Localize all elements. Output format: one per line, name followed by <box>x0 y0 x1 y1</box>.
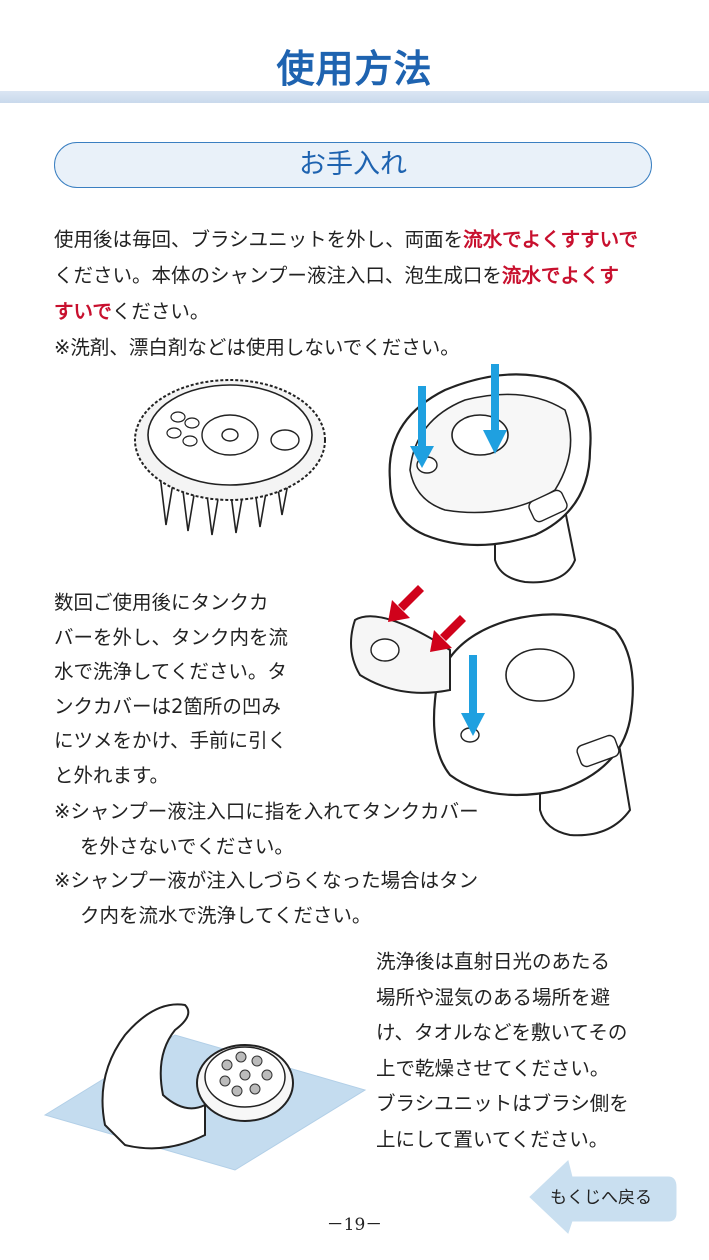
tank-notes: ※シャンプー液注入口に指を入れてタンクカバーを外さないでください。 ※シャンプー… <box>54 795 484 933</box>
tank-text-line: 数回ご使用後にタンクカ <box>54 591 269 614</box>
note-item: ※シャンプー液が注入しづらくなった場合はタンク内を流水で洗浄してください。 <box>54 869 479 927</box>
drying-text-line: ブラシユニットはブラシ側を <box>376 1092 629 1115</box>
tank-text-line: と外れます。 <box>54 763 170 787</box>
red-arrow-icon <box>388 585 424 622</box>
drying-text-line: け、タオルなどを敷いてその <box>376 1021 628 1044</box>
red-arrow-icon <box>430 615 466 652</box>
back-to-toc-button[interactable]: もくじへ戻る <box>520 1155 680 1235</box>
page-number: －19－ <box>326 1215 383 1235</box>
intro-line-1: 使用後は毎回、ブラシユニットを外し、両面を流水でよくすすいで <box>54 222 664 258</box>
intro-paragraph: 使用後は毎回、ブラシユニットを外し、両面を流水でよくすすいで ください。本体のシ… <box>54 222 664 366</box>
tank-text-line: バーを外し、タンク内を流 <box>54 625 289 649</box>
brush-unit-illustration <box>134 379 326 536</box>
drying-text-line: 上にして置いてください。 <box>376 1127 609 1151</box>
blue-arrow-icon <box>461 655 485 736</box>
page-title: 使用方法 <box>276 47 433 91</box>
intro-emphasis: 流水でよくす <box>501 264 619 287</box>
tank-cleaning-text: 数回ご使用後にタンクカ バーを外し、タンク内を流 水で洗浄してください。タ ンク… <box>54 586 316 793</box>
drying-text: 洗浄後は直射日光のあたる 場所や湿気のある場所を避 け、タオルなどを敷いてその … <box>376 944 661 1157</box>
intro-emphasis: 流水でよくすすいで <box>463 228 639 251</box>
tank-text-line: ンクカバーは2箇所の凹み <box>54 694 281 718</box>
header-band <box>0 91 709 103</box>
intro-text: ください。本体のシャンプー液注入口、泡生成口を <box>54 264 502 287</box>
tank-text-line: にツメをかけ、手前に引く <box>54 729 288 752</box>
intro-emphasis: すいで <box>54 300 112 323</box>
body-top-illustration <box>388 364 592 584</box>
intro-text: ください。 <box>111 300 210 323</box>
drying-text-line: 洗浄後は直射日光のあたる <box>376 950 611 973</box>
back-button-label: もくじへ戻る <box>550 1188 652 1208</box>
note-item: ※シャンプー液注入口に指を入れてタンクカバーを外さないでください。 <box>54 800 479 858</box>
intro-text: 使用後は毎回、ブラシユニットを外し、両面を <box>54 228 464 251</box>
blue-arrow-icon <box>483 364 507 454</box>
drying-illustration <box>43 1003 367 1171</box>
drying-text-line: 場所や湿気のある場所を避 <box>376 985 611 1009</box>
intro-line-2: ください。本体のシャンプー液注入口、泡生成口を流水でよくす <box>54 258 664 294</box>
drying-text-line: 上で乾燥させてください。 <box>376 1056 610 1080</box>
tank-cover-illustration <box>350 585 634 837</box>
brush-bristles-icon <box>219 1051 273 1097</box>
tank-text-line: 水で洗浄してください。タ <box>54 660 287 683</box>
intro-line-3: すいでください。 <box>54 294 664 330</box>
intro-line-4: ※洗剤、漂白剤などは使用しないでください。 <box>54 336 460 359</box>
back-arrow-icon <box>529 1160 677 1234</box>
section-heading: お手入れ <box>54 142 652 188</box>
blue-arrow-icon <box>410 386 434 468</box>
